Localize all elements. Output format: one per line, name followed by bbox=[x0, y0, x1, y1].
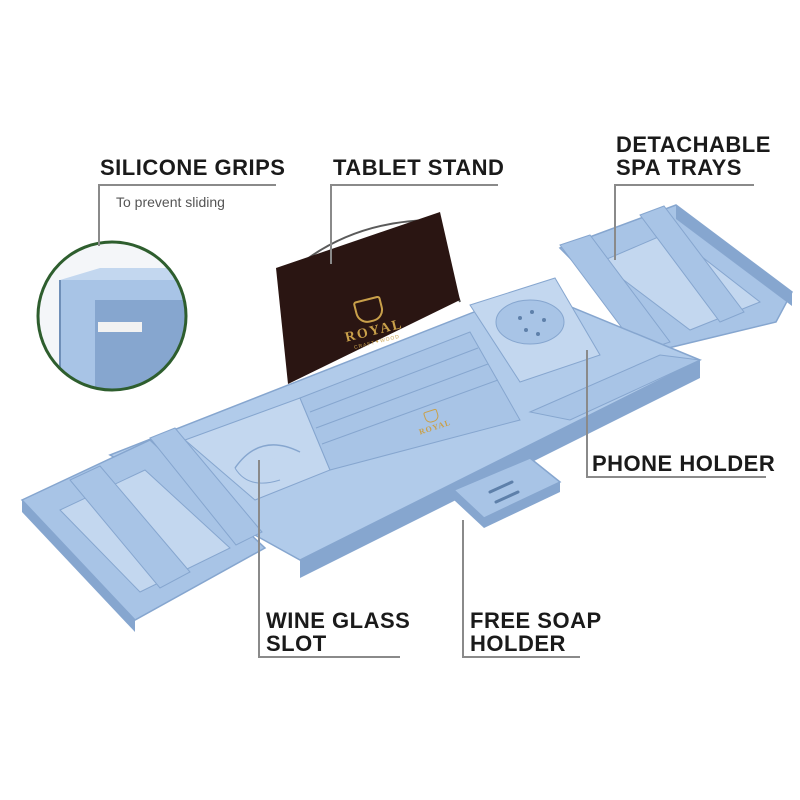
detachable-leader-v bbox=[614, 184, 616, 260]
soap-holder-label-line1: FREE SOAP bbox=[470, 608, 602, 633]
detachable-label-line2: SPA TRAYS bbox=[616, 155, 742, 180]
wine-glass-label-line1: WINE GLASS bbox=[266, 608, 411, 633]
soap-leader-v bbox=[462, 520, 464, 656]
main-tray bbox=[108, 277, 702, 578]
detachable-label-line1: DETACHABLE bbox=[616, 132, 771, 157]
tablet-stand-leader-v bbox=[330, 184, 332, 264]
wine-glass-leader-h bbox=[258, 656, 400, 658]
silicone-grips-leader-v bbox=[98, 184, 100, 246]
silicone-grips-sublabel: To prevent sliding bbox=[116, 194, 225, 210]
soap-holder bbox=[452, 457, 562, 528]
silicone-grips-leader-h bbox=[98, 184, 276, 186]
tablet-stand bbox=[276, 212, 461, 384]
tablet-stand-leader-h bbox=[330, 184, 498, 186]
phone-holder-leader-h bbox=[586, 476, 766, 478]
phone-holder-leader-v bbox=[586, 350, 588, 476]
phone-holder-label: PHONE HOLDER bbox=[592, 451, 776, 476]
soap-holder-label-line2: HOLDER bbox=[470, 631, 566, 656]
tablet-stand-label: TABLET STAND bbox=[333, 155, 505, 180]
detachable-leader-h bbox=[614, 184, 754, 186]
silicone-grips-label: SILICONE GRIPS bbox=[100, 155, 286, 180]
soap-leader-h bbox=[462, 656, 580, 658]
wine-glass-label-line2: SLOT bbox=[266, 631, 327, 656]
left-extension-arm bbox=[20, 427, 267, 632]
silicone-grips-zoom-circle bbox=[36, 240, 188, 392]
right-extension-arm bbox=[558, 204, 793, 353]
wine-glass-leader-v bbox=[258, 460, 260, 656]
